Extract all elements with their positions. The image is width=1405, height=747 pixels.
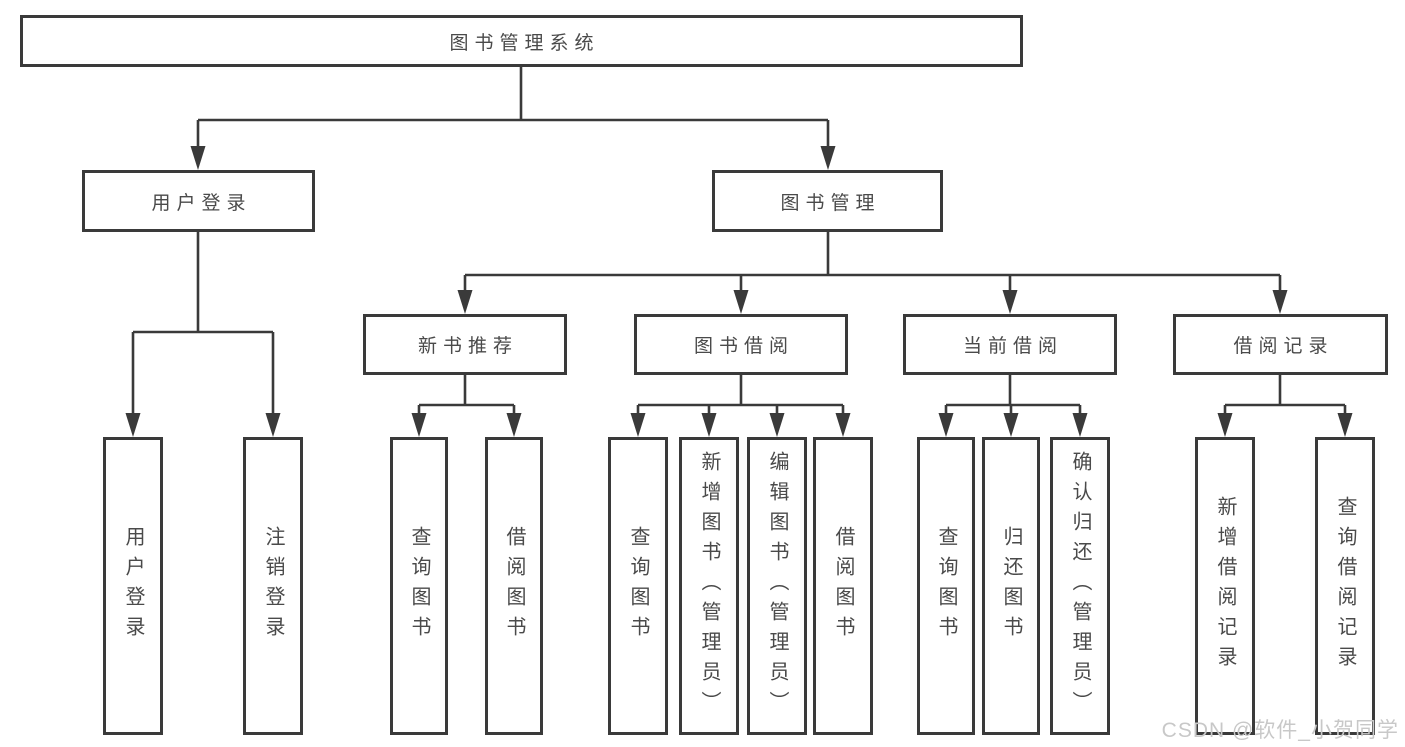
leaf-borrow-query-books-label: 查询图书 <box>627 526 649 646</box>
leaf-cur-return-books-label: 归还图书 <box>1000 526 1022 646</box>
leaf-borrow-query-books: 查询图书 <box>608 437 668 735</box>
leaf-borrow-edit-books-admin-label: 编辑图书（管理员） <box>766 451 788 721</box>
node-user-login: 用户登录 <box>82 170 315 232</box>
leaf-rec-borrow-books: 借阅图书 <box>485 437 543 735</box>
node-borrowing-records-label: 借阅记录 <box>1233 336 1334 357</box>
node-book-management-label: 图书管理 <box>780 192 881 214</box>
node-book-borrowing: 图书借阅 <box>634 314 848 375</box>
node-library-system: 图书管理系统 <box>20 15 1023 67</box>
leaf-user-login: 用户登录 <box>103 437 163 735</box>
leaf-recs-add-record-label: 新增借阅记录 <box>1214 496 1236 676</box>
leaf-logout-label: 注销登录 <box>262 526 284 646</box>
leaf-cur-confirm-return-admin: 确认归还（管理员） <box>1050 437 1110 735</box>
leaf-logout: 注销登录 <box>243 437 303 735</box>
node-new-book-recommend: 新书推荐 <box>363 314 567 375</box>
leaf-borrow-borrow-books-label: 借阅图书 <box>832 526 854 646</box>
leaf-cur-return-books: 归还图书 <box>982 437 1040 735</box>
leaf-user-login-label: 用户登录 <box>122 526 144 646</box>
node-borrowing-records: 借阅记录 <box>1173 314 1388 375</box>
leaf-borrow-add-books-admin: 新增图书（管理员） <box>679 437 739 735</box>
leaf-recs-add-record: 新增借阅记录 <box>1195 437 1255 735</box>
node-user-login-label: 用户登录 <box>151 192 252 214</box>
csdn-watermark: CSDN @软件_小贺同学 <box>1161 719 1399 742</box>
leaf-borrow-edit-books-admin: 编辑图书（管理员） <box>747 437 807 735</box>
leaf-rec-query-books: 查询图书 <box>390 437 448 735</box>
leaf-recs-query-record-label: 查询借阅记录 <box>1334 496 1356 676</box>
leaf-cur-confirm-return-admin-label: 确认归还（管理员） <box>1069 451 1091 721</box>
leaf-cur-query-books: 查询图书 <box>917 437 975 735</box>
leaf-rec-query-books-label: 查询图书 <box>408 526 430 646</box>
node-new-book-recommend-label: 新书推荐 <box>417 336 518 357</box>
leaf-rec-borrow-books-label: 借阅图书 <box>503 526 525 646</box>
node-current-borrowing-label: 当前借阅 <box>962 336 1063 357</box>
leaf-cur-query-books-label: 查询图书 <box>935 526 957 646</box>
node-library-system-label: 图书管理系统 <box>449 32 600 54</box>
leaf-borrow-borrow-books: 借阅图书 <box>813 437 873 735</box>
leaf-borrow-add-books-admin-label: 新增图书（管理员） <box>698 451 720 721</box>
node-current-borrowing: 当前借阅 <box>903 314 1117 375</box>
leaf-recs-query-record: 查询借阅记录 <box>1315 437 1375 735</box>
node-book-management: 图书管理 <box>712 170 943 232</box>
node-book-borrowing-label: 图书借阅 <box>693 336 794 357</box>
